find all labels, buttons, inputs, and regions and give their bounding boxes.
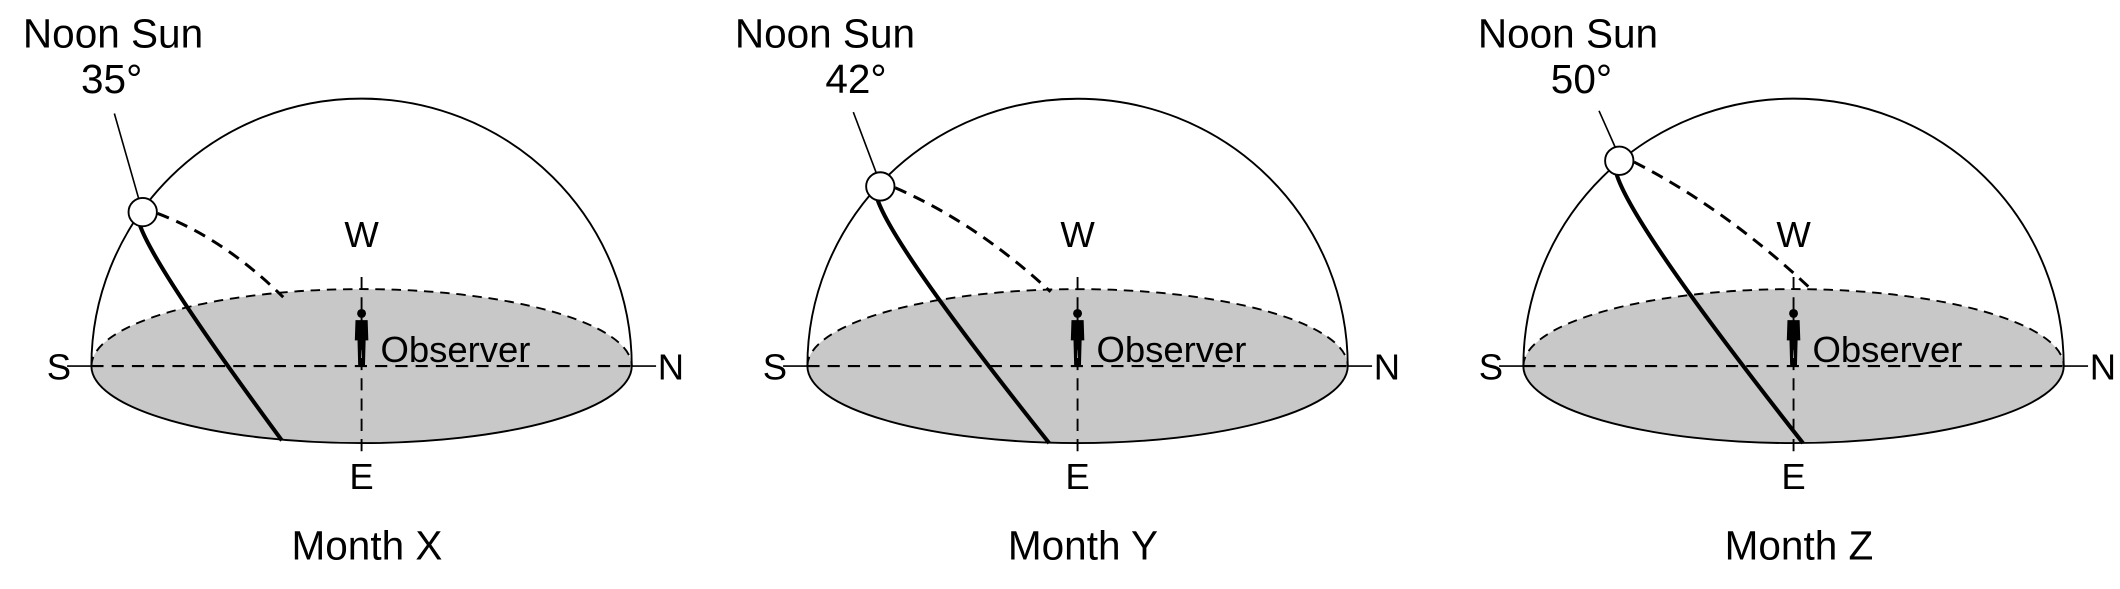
month-caption: Month Z [1725,522,1874,568]
noon-sun-label: Noon Sun [1478,10,1658,56]
east-label: E [1065,456,1089,497]
noon-sun-label: Noon Sun [735,10,915,56]
west-label: W [344,214,379,255]
sky-dome [806,97,1349,367]
sun-path-visible [1614,173,1805,445]
noon-sun-icon [127,196,158,228]
north-label: N [658,347,684,388]
month-caption: Month Y [1008,522,1158,568]
north-label: N [2090,347,2116,388]
observer-figure-icon [354,308,369,367]
south-label: S [47,347,71,388]
observer-label: Observer [380,329,530,370]
west-label: W [1776,214,1811,255]
observer-label: Observer [1812,329,1962,370]
south-label: S [1479,347,1503,388]
horizon-back-edge [806,288,1349,367]
sun-path-hidden [894,186,1052,293]
sun-path-visible [138,224,284,442]
label-leader-line [1598,110,1616,148]
noon-sun-label: Noon Sun [23,10,203,56]
horizon-back-edge [1522,288,2065,367]
east-label: E [1781,456,1805,497]
month-caption: Month X [292,522,443,568]
north-label: N [1374,347,1400,388]
sun-path-hidden [1633,160,1814,292]
label-leader-line [852,111,878,174]
noon-sun-icon [1604,145,1635,176]
west-label: W [1060,214,1095,255]
sun-angle-label: 35° [81,56,142,102]
east-label: E [349,456,373,497]
south-label: S [763,347,787,388]
observer-label: Observer [1096,329,1246,370]
sun-path-hidden [157,212,285,299]
sun-path-visible [875,199,1051,445]
noon-sun-icon [865,171,896,202]
sky-dome [1522,97,2065,367]
observer-figure-icon [1070,308,1085,367]
sun-angle-label: 42° [825,56,886,102]
sun-angle-label: 50° [1551,56,1612,102]
sky-dome [90,97,633,367]
label-leader-line [113,113,140,199]
horizon-back-edge [90,288,633,367]
observer-figure-icon [1786,308,1801,367]
